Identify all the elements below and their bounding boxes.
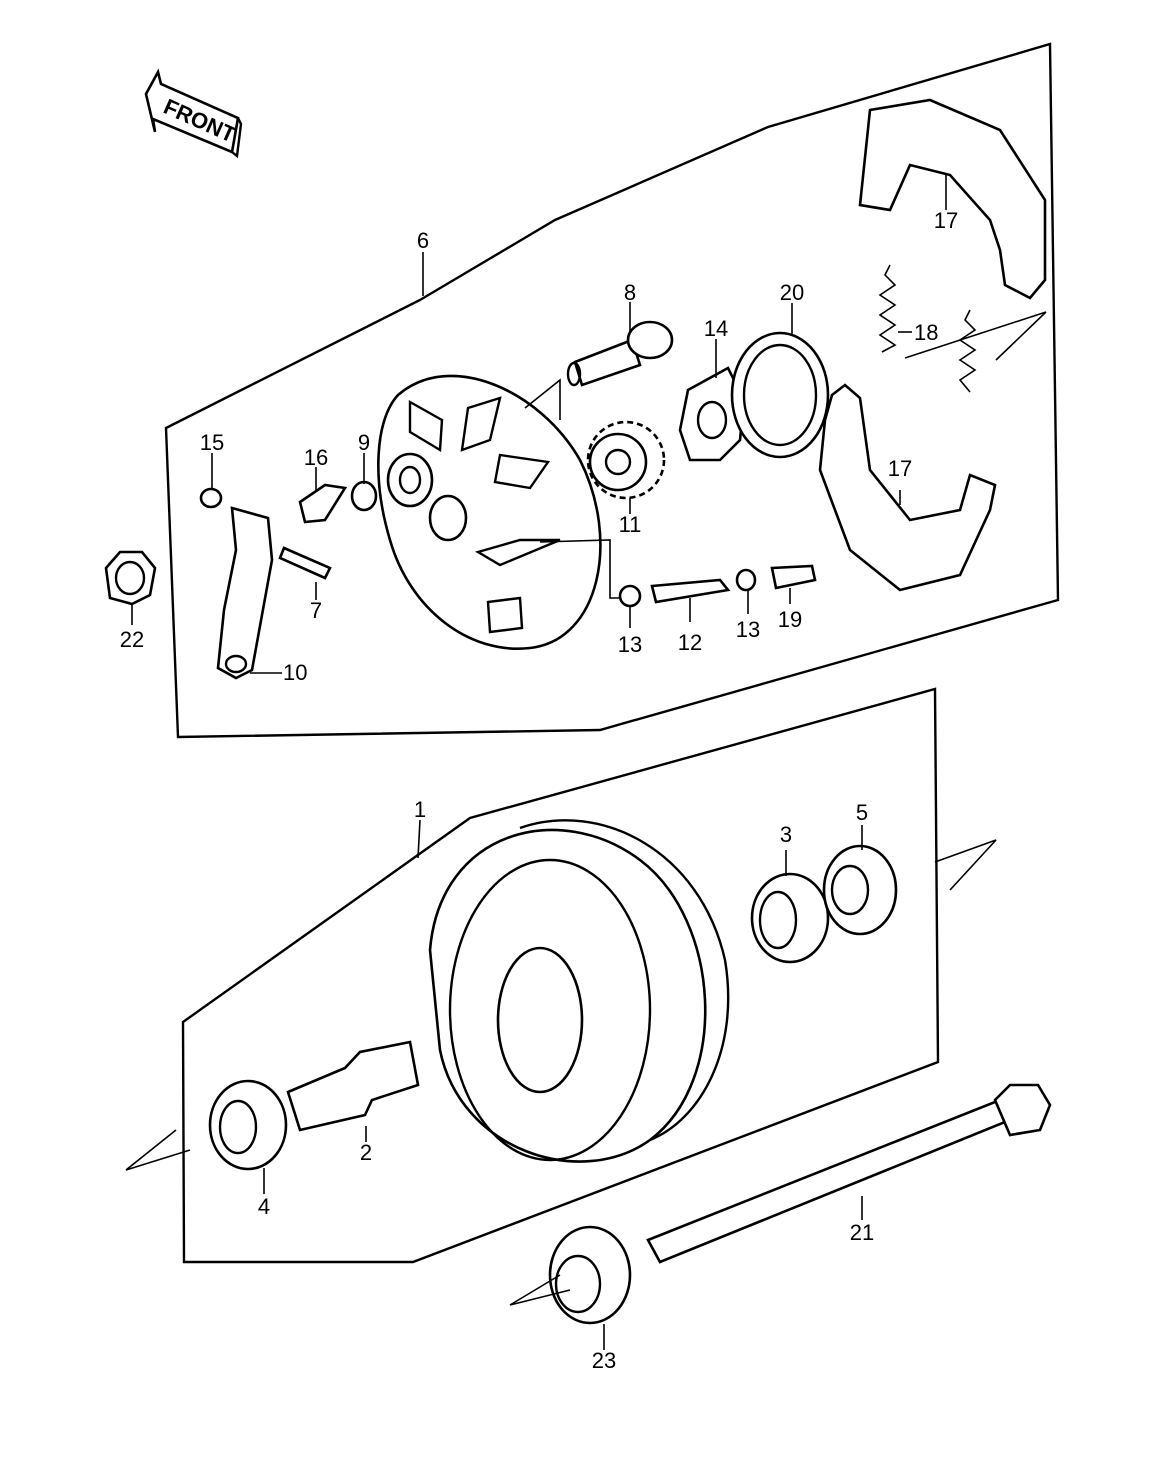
front-arrow: FRONT [144, 68, 243, 159]
axle-collar [548, 1225, 632, 1325]
cam-lever [216, 506, 274, 680]
callout-6: 6 [417, 228, 429, 253]
brake-shoe-lower [818, 383, 997, 592]
callout-7: 7 [310, 598, 322, 623]
distance-collar [286, 1040, 420, 1132]
bearing-right [750, 872, 830, 964]
wear-indicator [298, 483, 348, 524]
callout-10: 10 [283, 660, 307, 685]
return-spring-right [958, 309, 977, 393]
direction-arrow [934, 839, 997, 891]
callout-5: 5 [856, 800, 868, 825]
callout-9: 9 [358, 430, 370, 455]
callout-20: 20 [780, 280, 804, 305]
direction-arrow [904, 311, 1047, 361]
callout-15: 15 [200, 430, 224, 455]
brake-panel [377, 374, 630, 651]
callout-13a: 13 [618, 632, 642, 657]
cam-shaft [566, 320, 674, 387]
callout-8: 8 [624, 280, 636, 305]
return-spring-left [878, 264, 897, 353]
washer-o-ring [350, 480, 378, 512]
brake-panel-group-outline [164, 42, 1060, 739]
gear [586, 420, 666, 500]
callout-22: 22 [120, 627, 144, 652]
callout-14: 14 [704, 316, 728, 341]
callout-13b: 13 [736, 617, 760, 642]
callout-1: 1 [414, 797, 426, 822]
callout-2: 2 [360, 1140, 372, 1165]
brake-shoe-upper [858, 98, 1047, 300]
callout-3: 3 [780, 822, 792, 847]
washer-left [618, 584, 642, 608]
callout-12: 12 [678, 630, 702, 655]
callout-17b: 17 [888, 456, 912, 481]
callout-16: 16 [304, 445, 328, 470]
bolt [278, 546, 332, 580]
leader-lines [131, 175, 947, 1350]
washer-right [735, 568, 757, 592]
callout-21: 21 [850, 1220, 874, 1245]
bearing-left [208, 1079, 288, 1171]
oil-seal [822, 844, 898, 936]
callout-4: 4 [258, 1194, 270, 1219]
hub [428, 819, 730, 1163]
axle [646, 1083, 1052, 1264]
indicator-plate [678, 366, 746, 462]
callout-17a: 17 [934, 208, 958, 233]
direction-arrow [125, 1129, 191, 1171]
pin [650, 578, 731, 604]
nut-small [199, 487, 223, 509]
callout-19: 19 [778, 607, 802, 632]
callout-23: 23 [592, 1348, 616, 1373]
axle-nut [104, 550, 157, 606]
pivot-pin [770, 564, 817, 590]
callout-18: 18 [914, 320, 938, 345]
callout-11: 11 [619, 512, 642, 537]
seal-ring [730, 331, 830, 459]
hub-group-outline [181, 687, 940, 1264]
direction-arrow [509, 1274, 571, 1306]
